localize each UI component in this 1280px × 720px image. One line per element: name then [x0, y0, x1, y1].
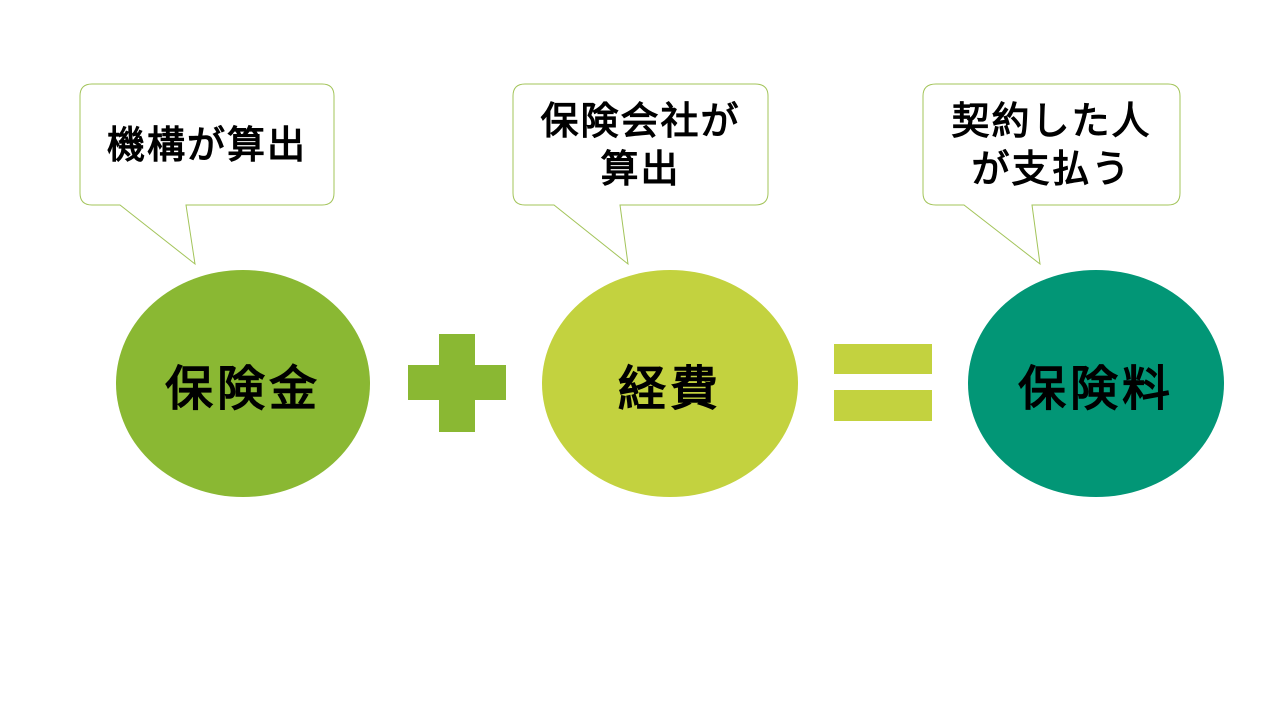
- plus-sign: [408, 334, 506, 432]
- term-expenses: 経費: [542, 270, 798, 497]
- equals-sign: [834, 344, 932, 422]
- term-insurance-benefit-label: 保険金: [164, 360, 321, 417]
- callout-expenses-line-1: 保険会社が: [540, 98, 741, 143]
- equals-sign-top-bar: [834, 344, 932, 374]
- callout-premium-line-1: 契約した人: [951, 98, 1152, 143]
- plus-sign-vertical-bar: [439, 334, 475, 432]
- callout-insurance-benefit-line-1: 機構が算出: [106, 122, 307, 167]
- term-premium-label: 保険料: [1017, 360, 1174, 417]
- callout-premium-line-2: が支払う: [971, 146, 1132, 191]
- callout-premium: 契約した人 が支払う: [923, 84, 1180, 205]
- term-expenses-label: 経費: [617, 360, 722, 417]
- callout-expenses-line-2: 算出: [600, 146, 681, 191]
- callout-expenses: 保険会社が 算出: [513, 84, 768, 205]
- callout-insurance-benefit: 機構が算出: [80, 84, 334, 205]
- term-premium: 保険料: [968, 270, 1224, 497]
- term-insurance-benefit: 保険金: [116, 270, 370, 497]
- equals-sign-bottom-bar: [834, 390, 932, 421]
